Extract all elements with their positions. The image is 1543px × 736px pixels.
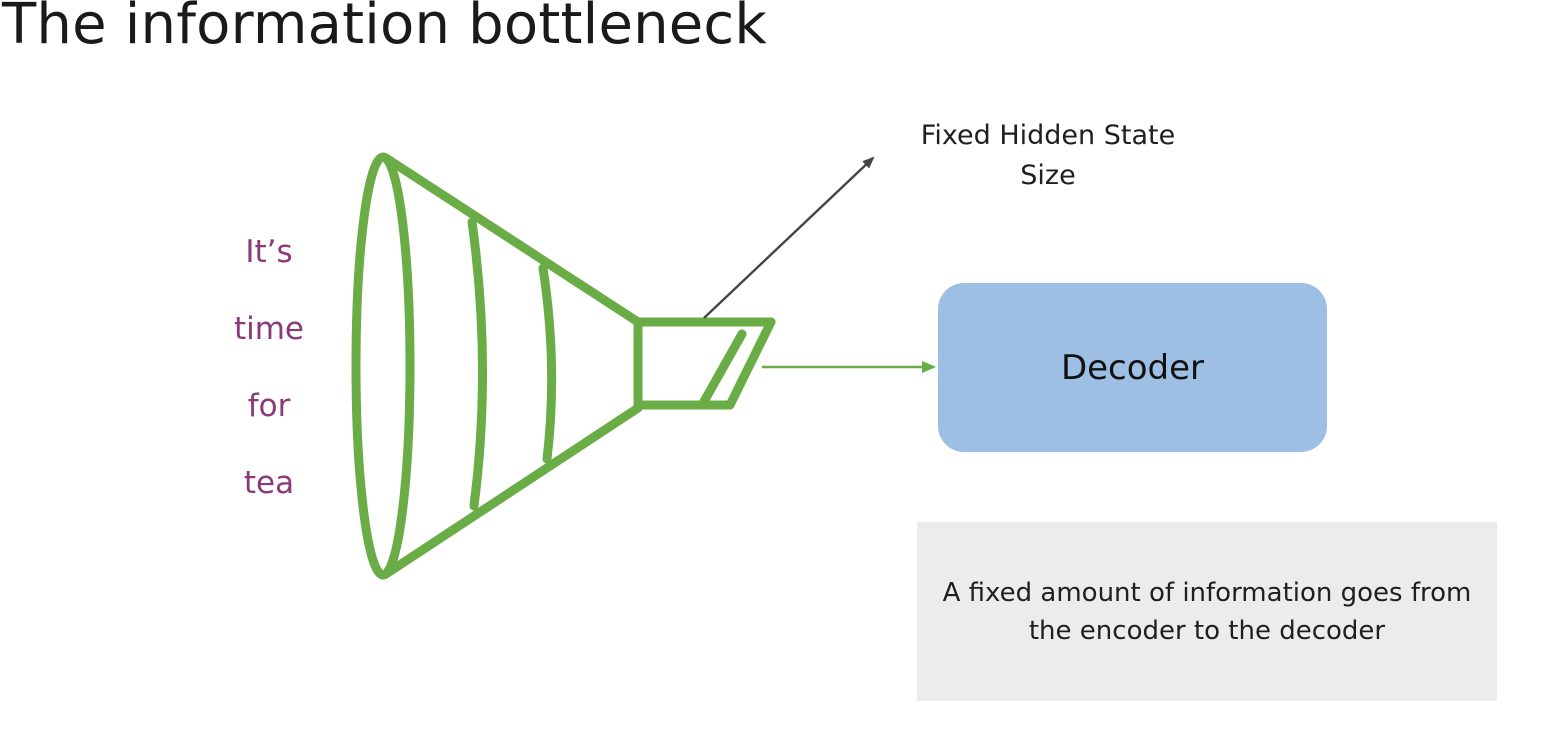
note-text: A fixed amount of information goes from … [942, 577, 1472, 646]
nozzle-right-edge [725, 317, 776, 410]
decoder-box: Decoder [938, 283, 1327, 452]
input-word-3: for [247, 388, 291, 424]
encoder-rib-1 [467, 217, 488, 511]
note-box: A fixed amount of information goes from … [917, 522, 1497, 701]
encoder-mouth [351, 152, 415, 580]
hidden-state-pointer-arrow [703, 156, 875, 319]
nozzle-inner-slant [697, 329, 747, 410]
input-word-2: time [233, 311, 305, 347]
hidden-state-label: Fixed Hidden State Size [920, 120, 1176, 191]
decoder-label: Decoder [1060, 347, 1205, 388]
input-word-1: It’s [245, 234, 293, 270]
encoder-top-edge [381, 153, 643, 327]
funnel-encoder-icon [351, 152, 776, 580]
slide-title: The information bottleneck [2, 0, 768, 57]
input-word-4: tea [243, 465, 295, 501]
encoder-bottom-edge [381, 403, 643, 579]
encoder-rib-2 [538, 263, 557, 464]
